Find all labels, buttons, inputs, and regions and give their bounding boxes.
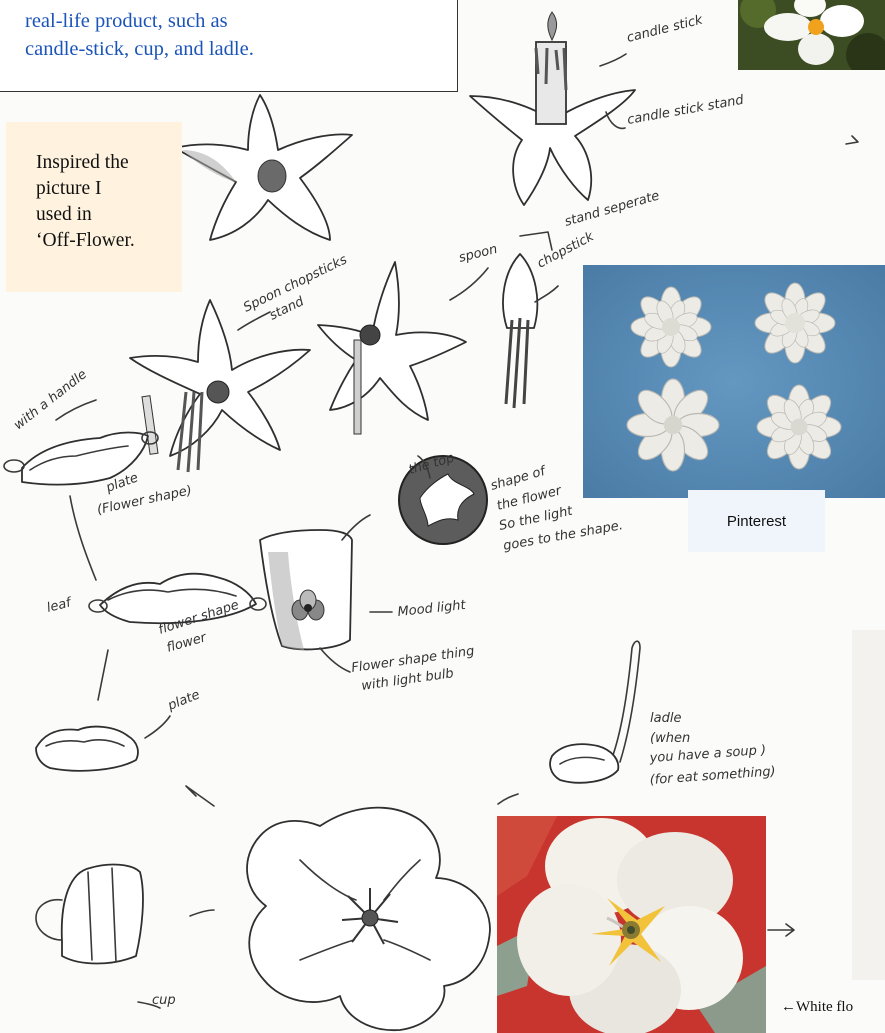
inspired-note-box: Inspired the picture I used in ‘Off-Flow… [6,122,182,292]
note-leaf: leaf [45,595,74,616]
note-plate-2: plate [165,687,202,714]
arrow-right-bottom [768,924,794,936]
note-stand-seperate: stand seperate [563,188,661,229]
flower-plate-sketch [36,716,170,771]
intro-line-1: real-life product, such as [25,7,457,35]
arrow-right-top [846,136,858,144]
white-flower-caption: ←White flo [781,999,853,1016]
chopstick-stand-sketch [503,254,558,408]
star-flower-sketch [175,95,352,240]
note-when: (when [650,731,690,746]
note-chopstick: chopstick [535,229,597,271]
inspired-line-4: ‘Off-Flower. [36,228,170,254]
note-candle-stick: candle stick [625,12,704,45]
arrow-up-left [186,786,214,806]
inspired-line-3: used in [36,202,170,228]
leaf-plate-sketch [70,496,266,700]
note-soup: you have a soup ) [648,743,766,766]
candle-stick-sketch [470,12,635,205]
note-with-a-handle: with a handle [11,367,90,433]
note-mood-light: Mood light [397,598,467,620]
pinterest-label: Pinterest [688,490,825,552]
intro-line-2: candle-stick, cup, and ladle. [25,35,457,63]
note-eat-something: (for eat something) [649,764,776,788]
inspired-line-1: Inspired the [36,150,170,176]
inspired-line-2: picture I [36,176,170,202]
cup-sketch [36,865,214,1008]
note-ladle: ladle [650,711,681,726]
big-flower-sketch [247,808,490,1031]
note-candle-stick-stand: candle stick stand [626,93,746,128]
intro-text-box: real-life product, such as candle-stick,… [0,0,458,92]
note-cup: cup [152,993,176,1008]
mood-light-sketch [260,515,392,672]
spoon-chopstick-flower-sketch [130,300,310,472]
ladle-sketch [498,641,640,804]
note-spoon: spoon [457,242,499,266]
